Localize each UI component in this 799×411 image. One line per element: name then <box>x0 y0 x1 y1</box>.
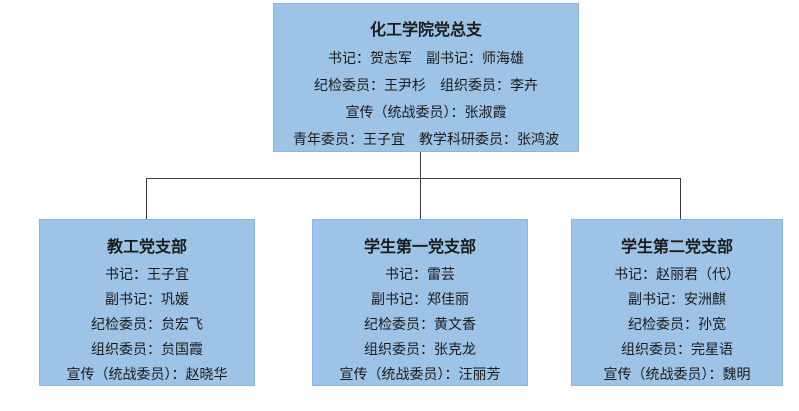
org-node-student-branch-2-line: 书记：赵丽君（代） <box>614 266 740 282</box>
org-node-student-branch-2-title: 学生第二党支部 <box>620 239 733 256</box>
org-node-root-line: 纪检委员：王尹杉 组织委员：李卉 <box>314 77 538 93</box>
org-node-teachers-branch-line: 副书记：巩媛 <box>105 291 189 307</box>
org-node-teachers-branch-line: 宣传（统战委员）：赵晓华 <box>66 366 228 382</box>
org-node-teachers-branch: 教工党支部 书记：王子宜 副书记：巩媛 纪检委员：贠宏飞 组织委员：贠国霞 宣传… <box>39 219 255 386</box>
org-node-student-branch-2: 学生第二党支部 书记：赵丽君（代） 副书记：安洲麒 纪检委员：孙宽 组织委员：完… <box>571 219 783 386</box>
org-node-root-line: 宣传（统战委员）：张淑霞 <box>345 104 507 120</box>
org-node-root-line: 青年委员：王子宜 教学科研委员：张鸿波 <box>293 131 559 147</box>
org-node-teachers-branch-line: 书记：王子宜 <box>105 266 189 282</box>
org-node-student-branch-1-line: 宣传（统战委员）：汪丽芳 <box>339 366 501 382</box>
org-node-student-branch-1-line: 副书记：郑佳丽 <box>371 291 469 307</box>
org-node-root-title: 化工学院党总支 <box>369 22 482 39</box>
connector-right-vertical <box>680 178 681 219</box>
org-node-student-branch-1-title: 学生第一党支部 <box>363 239 476 256</box>
org-node-student-branch-1-line: 组织委员：张克龙 <box>364 341 476 357</box>
org-node-root: 化工学院党总支 书记：贺志军 副书记：师海雄 纪检委员：王尹杉 组织委员：李卉 … <box>273 3 579 152</box>
org-node-student-branch-2-line: 宣传（统战委员）：魏明 <box>603 366 751 382</box>
connector-horizontal <box>146 178 681 179</box>
org-node-student-branch-2-line: 副书记：安洲麒 <box>628 291 726 307</box>
org-node-student-branch-1: 学生第一党支部 书记：雷芸 副书记：郑佳丽 纪检委员：黄文香 组织委员：张克龙 … <box>312 219 528 386</box>
org-node-student-branch-2-line: 纪检委员：孙宽 <box>628 316 726 332</box>
org-node-teachers-branch-line: 纪检委员：贠宏飞 <box>91 316 203 332</box>
org-node-student-branch-1-line: 书记：雷芸 <box>385 266 455 282</box>
org-node-teachers-branch-line: 组织委员：贠国霞 <box>91 341 203 357</box>
org-node-root-line: 书记：贺志军 副书记：师海雄 <box>328 50 524 66</box>
org-node-student-branch-2-line: 组织委员：完星语 <box>621 341 733 357</box>
org-node-student-branch-1-line: 纪检委员：黄文香 <box>364 316 476 332</box>
connector-left-vertical <box>146 178 147 219</box>
org-node-teachers-branch-title: 教工党支部 <box>106 239 187 256</box>
connector-root-vertical <box>420 152 421 219</box>
